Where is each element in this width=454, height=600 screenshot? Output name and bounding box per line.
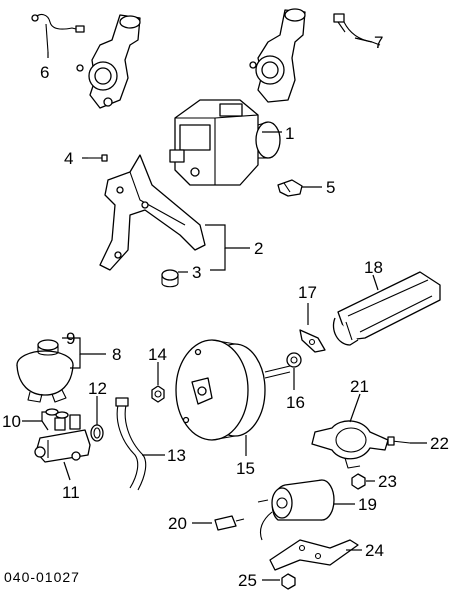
part-13-vacuum-hose (115, 397, 147, 491)
callout-15: 15 (236, 459, 255, 478)
callout-12: 12 (88, 379, 107, 398)
callout-6: 6 (40, 63, 49, 82)
part-18-cover (332, 271, 441, 346)
part-4-screw (88, 154, 108, 162)
part-22-bolt (387, 436, 411, 446)
callout-1: 1 (285, 124, 294, 143)
callout-4: 4 (64, 149, 73, 168)
callout-16: 16 (286, 393, 305, 412)
part-5-clip (277, 179, 303, 197)
leader-lines (22, 37, 427, 581)
callout-21: 21 (350, 377, 369, 396)
part-23-nut (351, 473, 366, 490)
callout-14: 14 (148, 345, 167, 364)
callout-23: 23 (378, 472, 397, 491)
part-15-brake-booster (175, 339, 291, 441)
part-10-reservoir-seals (45, 408, 69, 419)
callout-17: 17 (298, 283, 317, 302)
callout-labels: 6 7 1 4 5 2 3 18 17 9 8 14 12 21 16 10 2… (2, 33, 449, 590)
steering-knuckle-left (76, 14, 141, 109)
callout-19: 19 (358, 495, 377, 514)
part-9-reservoir-cap (37, 339, 59, 356)
callout-10: 10 (2, 412, 21, 431)
callout-3: 3 (192, 263, 201, 282)
part-14-nut (151, 385, 165, 403)
callout-2: 2 (254, 239, 263, 258)
callout-25: 25 (238, 571, 257, 590)
callout-8: 8 (112, 345, 121, 364)
callout-7: 7 (374, 33, 383, 52)
part-12-o-ring (90, 424, 104, 442)
steering-knuckle-right (249, 8, 306, 103)
part-20-pressure-switch (214, 515, 245, 531)
callout-11: 11 (62, 483, 80, 502)
part-8-brake-fluid-reservoir (16, 350, 74, 403)
part-24-bracket (269, 539, 359, 571)
part-3-grommet (161, 269, 179, 288)
callout-24: 24 (365, 541, 384, 560)
callout-9: 9 (66, 329, 75, 348)
part-21-mounting-band (311, 420, 389, 469)
part-2-mounting-bracket (99, 154, 206, 271)
diagram-reference-code: 040-01027 (4, 569, 80, 585)
part-19-vacuum-pump (257, 479, 335, 541)
callout-13: 13 (167, 446, 186, 465)
callout-18: 18 (364, 258, 383, 277)
part-11-master-cylinder (34, 414, 91, 463)
part-1-abs-hydraulic-unit (169, 99, 281, 186)
part-17-clip (299, 329, 326, 353)
part-16-grommet (286, 352, 302, 368)
part-25-nut (281, 573, 296, 590)
callout-22: 22 (430, 434, 449, 453)
callout-20: 20 (168, 514, 187, 533)
part-6-wheel-speed-sensor (31, 13, 85, 53)
callout-5: 5 (326, 178, 335, 197)
